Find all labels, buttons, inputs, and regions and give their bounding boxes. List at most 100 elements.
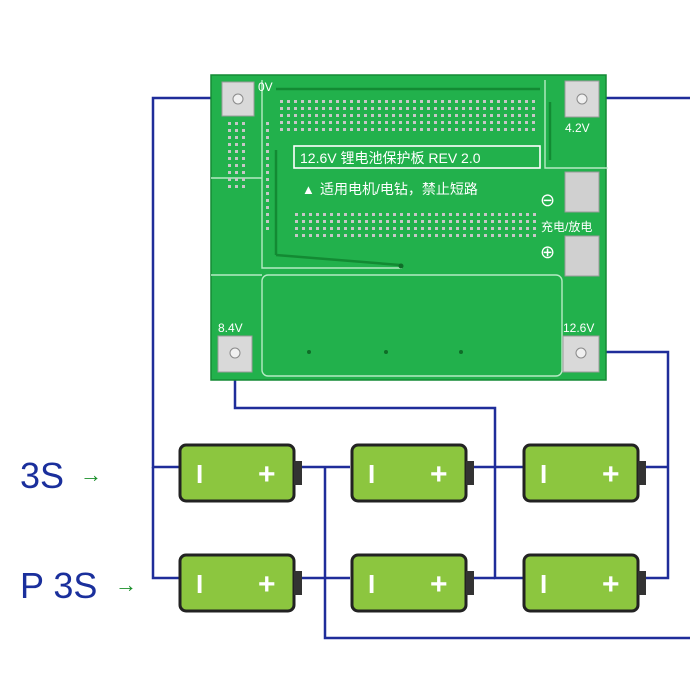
via-hole xyxy=(406,107,409,110)
via-hole xyxy=(519,234,522,237)
via-hole xyxy=(414,234,417,237)
battery-minus-label: I xyxy=(196,569,203,599)
via-hole xyxy=(469,121,472,124)
via-hole xyxy=(428,213,431,216)
via-hole xyxy=(491,220,494,223)
via-hole xyxy=(294,121,297,124)
wire-junction-bottom xyxy=(323,467,690,640)
via-hole xyxy=(309,234,312,237)
protection-board: 0V 4.2V 8.4V 12.6V 12.6V 锂电池保护板 REV 2.0 … xyxy=(210,74,608,381)
via-hole xyxy=(420,128,423,131)
via-hole xyxy=(455,107,458,110)
battery-minus-label: I xyxy=(368,459,375,489)
via-hole xyxy=(336,114,339,117)
board-component xyxy=(459,350,463,354)
via-hole xyxy=(266,178,269,181)
battery-terminal xyxy=(466,571,474,595)
via-hole xyxy=(497,114,500,117)
via-hole xyxy=(344,213,347,216)
via-hole xyxy=(435,227,438,230)
via-hole xyxy=(414,227,417,230)
via-hole xyxy=(484,220,487,223)
via-hole xyxy=(448,121,451,124)
battery-plus-label: + xyxy=(258,458,276,491)
via-hole xyxy=(357,121,360,124)
via-hole xyxy=(449,227,452,230)
via-hole xyxy=(421,213,424,216)
via-hole xyxy=(316,213,319,216)
via-hole xyxy=(532,121,535,124)
via-hole xyxy=(519,220,522,223)
via-hole xyxy=(322,114,325,117)
pad-4-2v-label: 4.2V xyxy=(565,121,590,135)
via-hole xyxy=(242,171,245,174)
via-hole xyxy=(504,114,507,117)
via-hole xyxy=(393,227,396,230)
via-hole xyxy=(476,121,479,124)
pad-4-2v: 4.2V xyxy=(564,80,600,135)
battery-minus-label: I xyxy=(368,569,375,599)
via-hole xyxy=(393,220,396,223)
via-hole xyxy=(532,128,535,131)
via-hole xyxy=(434,107,437,110)
battery-terminal xyxy=(294,461,302,485)
via-hole xyxy=(295,227,298,230)
via-hole xyxy=(242,185,245,188)
via-hole xyxy=(266,185,269,188)
via-hole xyxy=(533,227,536,230)
via-hole xyxy=(350,121,353,124)
via-hole xyxy=(358,220,361,223)
via-hole xyxy=(336,128,339,131)
via-hole xyxy=(533,213,536,216)
via-hole xyxy=(392,107,395,110)
via-hole xyxy=(511,107,514,110)
via-hole xyxy=(483,107,486,110)
via-hole xyxy=(316,220,319,223)
via-hole xyxy=(476,107,479,110)
via-hole xyxy=(323,227,326,230)
via-hole xyxy=(511,128,514,131)
via-hole xyxy=(228,129,231,132)
via-hole xyxy=(518,114,521,117)
via-hole xyxy=(302,220,305,223)
via-hole xyxy=(463,220,466,223)
via-hole xyxy=(483,128,486,131)
via-hole xyxy=(266,206,269,209)
via-hole xyxy=(505,213,508,216)
via-hole xyxy=(242,157,245,160)
via-hole xyxy=(372,234,375,237)
via-hole xyxy=(518,100,521,103)
via-hole xyxy=(413,100,416,103)
via-hole xyxy=(497,100,500,103)
via-hole xyxy=(421,234,424,237)
via-hole xyxy=(392,100,395,103)
via-hole xyxy=(378,128,381,131)
via-hole xyxy=(525,107,528,110)
via-hole xyxy=(498,220,501,223)
pad-minus xyxy=(564,171,600,213)
battery-cell: I+ xyxy=(178,443,302,503)
via-hole xyxy=(228,150,231,153)
via-hole xyxy=(280,107,283,110)
via-hole xyxy=(525,128,528,131)
via-hole xyxy=(379,213,382,216)
via-hole xyxy=(322,121,325,124)
via-hole xyxy=(235,185,238,188)
via-hole xyxy=(336,107,339,110)
via-hole xyxy=(336,121,339,124)
via-hole xyxy=(316,227,319,230)
via-hole xyxy=(505,220,508,223)
via-hole xyxy=(512,213,515,216)
via-hole xyxy=(400,213,403,216)
via-hole xyxy=(228,171,231,174)
via-hole xyxy=(519,227,522,230)
via-hole xyxy=(449,220,452,223)
battery-array: I+I+I+I+I+I+ xyxy=(178,443,646,613)
via-hole xyxy=(490,114,493,117)
via-hole xyxy=(505,227,508,230)
board-component xyxy=(307,350,311,354)
battery-plus-label: + xyxy=(602,568,620,601)
via-hole xyxy=(294,114,297,117)
via-hole xyxy=(372,213,375,216)
via-hole xyxy=(315,100,318,103)
